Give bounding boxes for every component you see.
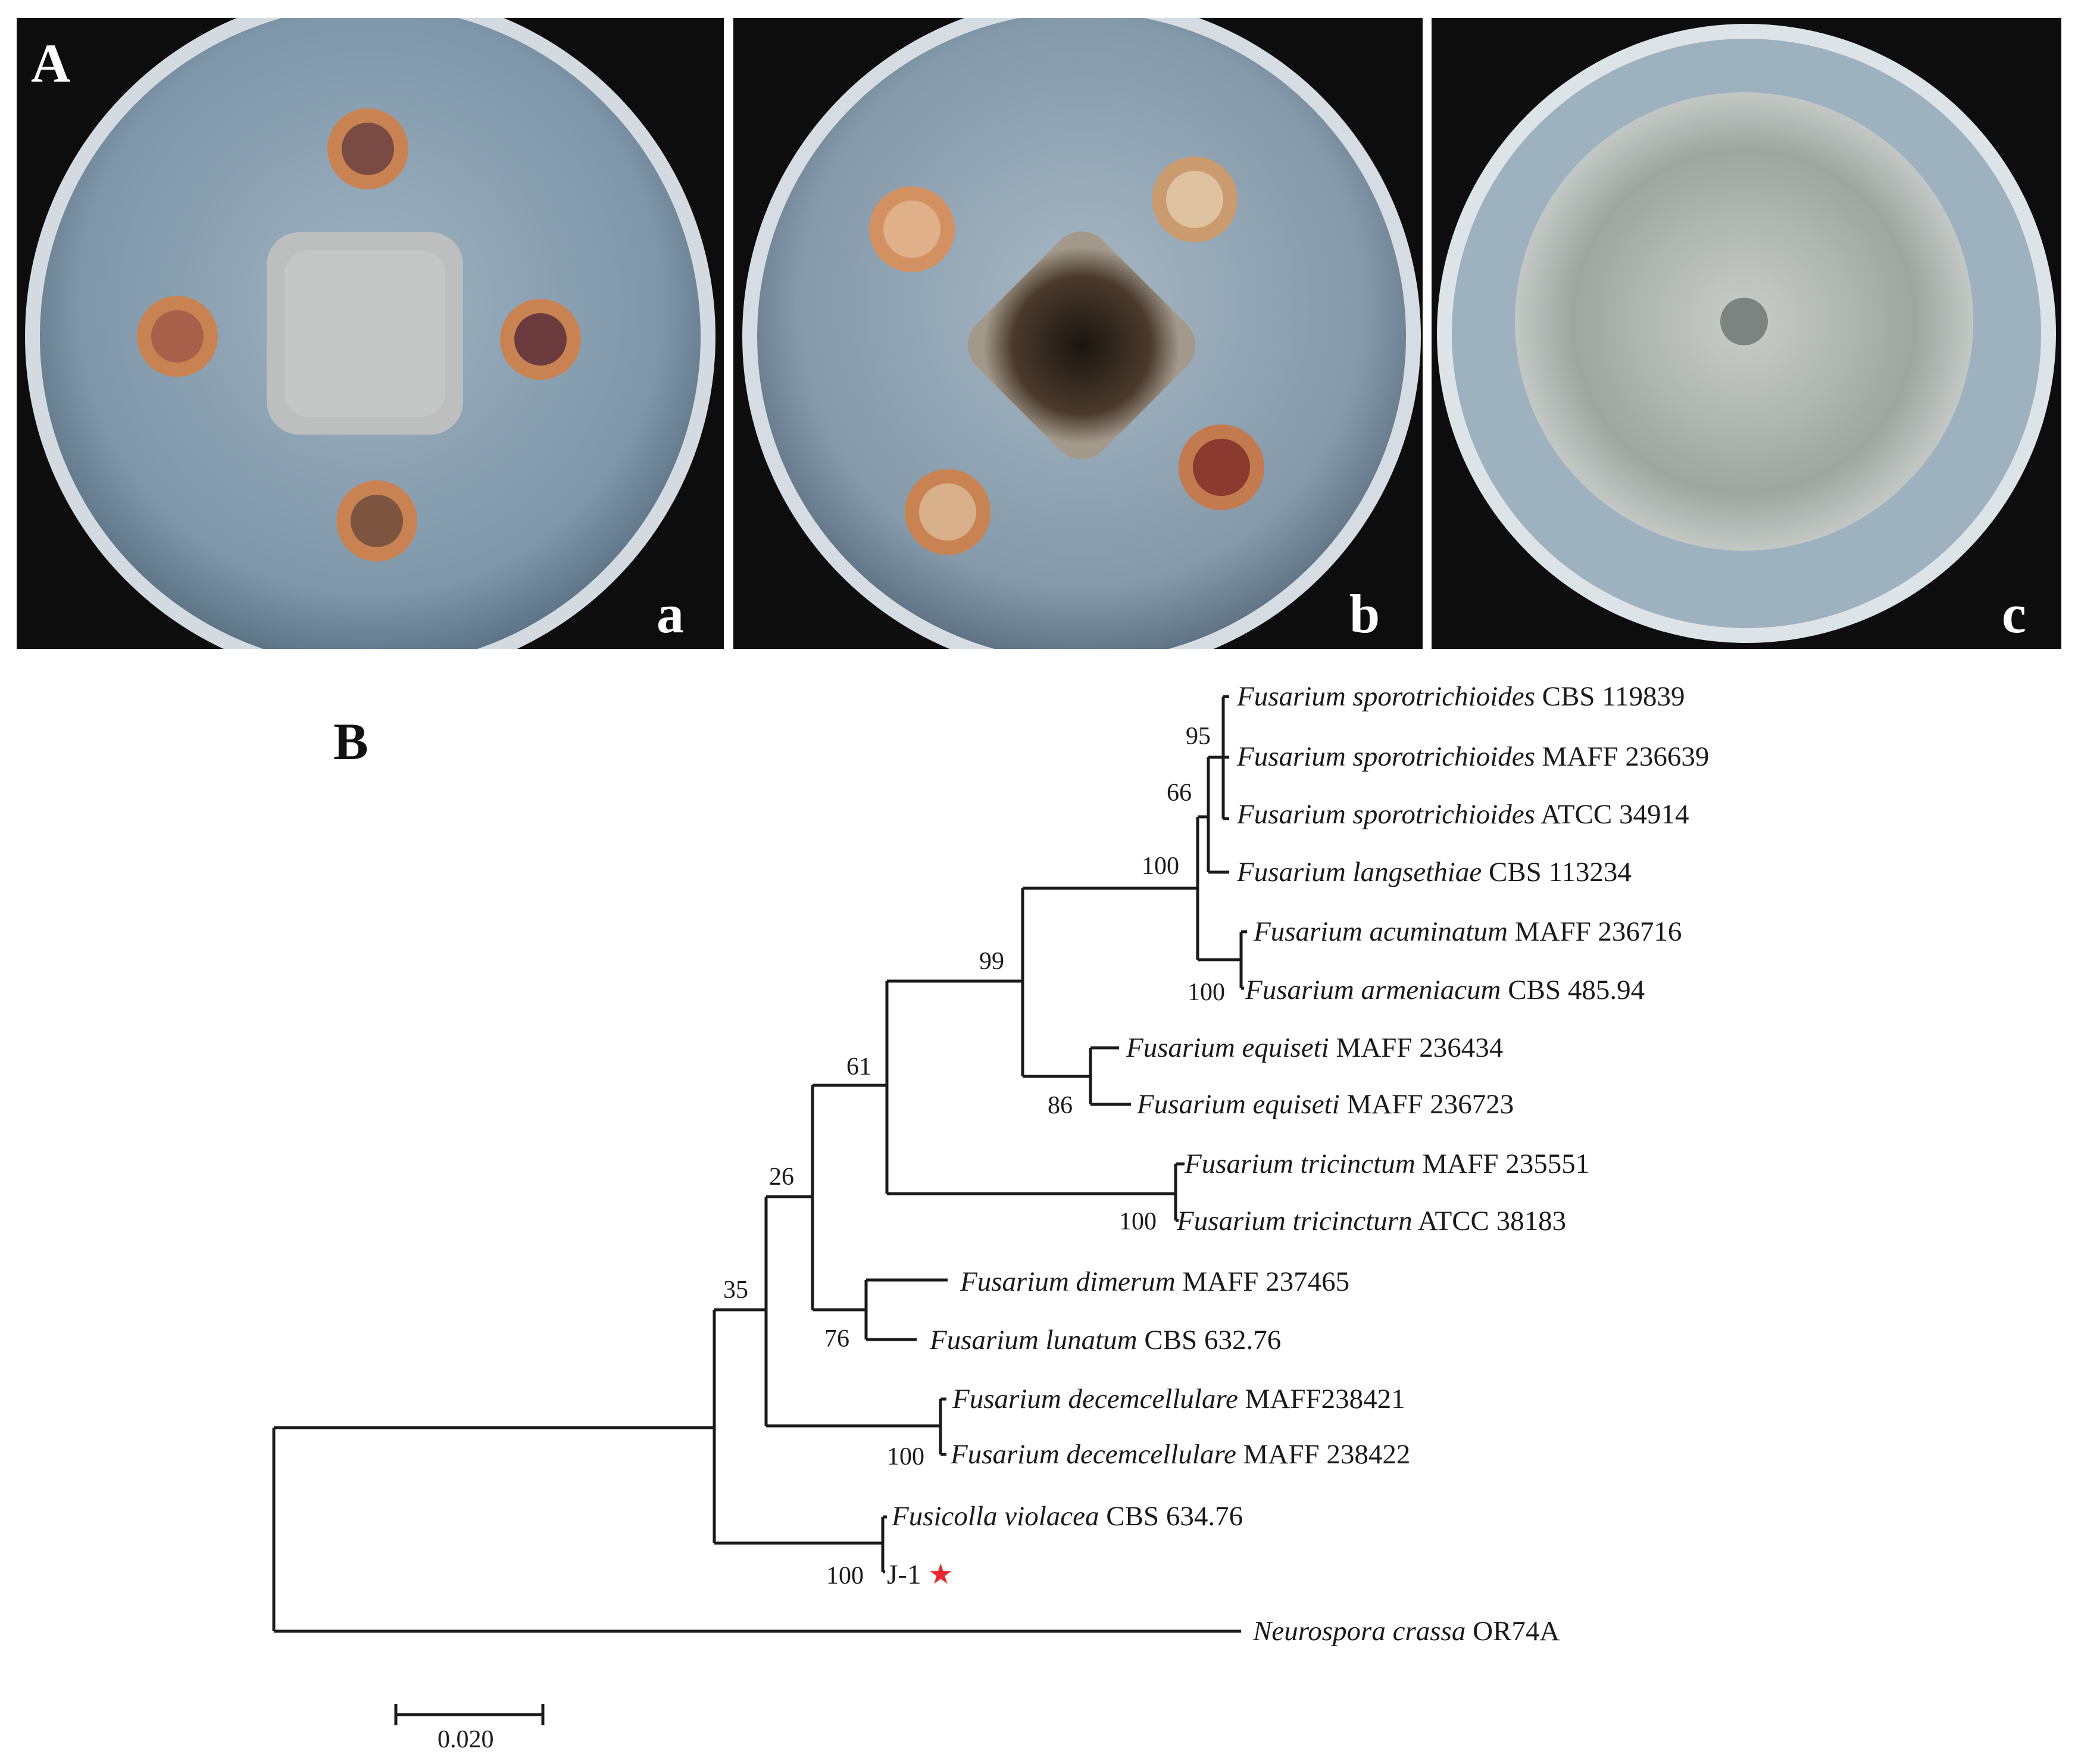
- support-value: 76: [824, 1325, 849, 1353]
- tip-label: Fusarium decemcellulare MAFF 238422: [950, 1439, 1410, 1470]
- tip-label: Fusarium sporotrichioides CBS 119839: [1236, 681, 1685, 712]
- scale-bar-label: 0.020: [438, 1726, 494, 1753]
- photo-b: b: [733, 18, 1423, 649]
- support-values: 95 66 100 99 100 61 86 26 100 35 76 100 …: [723, 723, 1225, 1590]
- tip-label: Fusarium dimerum MAFF 237465: [960, 1266, 1349, 1297]
- tree-branches: [272, 695, 1247, 1725]
- tip-label: Fusarium equiseti MAFF 236434: [1126, 1032, 1503, 1063]
- tip-label: Fusarium sporotrichioides ATCC 34914: [1236, 799, 1689, 830]
- tip-label: Fusarium equiseti MAFF 236723: [1136, 1089, 1514, 1120]
- support-value: 100: [1119, 1208, 1157, 1235]
- support-value: 100: [887, 1443, 924, 1470]
- tip-label: Fusarium armeniacum CBS 485.94: [1245, 975, 1645, 1006]
- photo-label-b: b: [1349, 583, 1380, 644]
- tip-label: Fusarium tricinctum MAFF 235551: [1184, 1148, 1589, 1179]
- panel-label-A: A: [31, 33, 71, 93]
- tip-labels: Fusarium sporotrichioides CBS 119839 Fus…: [887, 681, 1709, 1647]
- tip-label: Fusicolla violacea CBS 634.76: [891, 1501, 1243, 1532]
- tip-label: Fusarium tricincturn ATCC 38183: [1176, 1206, 1566, 1237]
- tip-label-query: J-1 ★: [887, 1559, 953, 1590]
- support-value: 95: [1186, 723, 1211, 750]
- photo-a: A a: [17, 18, 724, 649]
- support-value: 100: [826, 1562, 864, 1590]
- antagonist-colony: [967, 231, 1196, 460]
- photo-label-a: a: [657, 583, 684, 644]
- support-value: 86: [1048, 1092, 1073, 1119]
- panel-label-B: B: [333, 713, 368, 771]
- tip-label: Fusarium langsethiae CBS 113234: [1236, 857, 1632, 888]
- tip-label: Fusarium decemcellulare MAFF238421: [952, 1384, 1405, 1415]
- tip-label: Fusarium lunatum CBS 632.76: [929, 1325, 1281, 1356]
- plate-a-illustration: [25, 18, 715, 649]
- plate-b-illustration: [742, 18, 1421, 649]
- support-value: 61: [846, 1053, 871, 1081]
- support-value: 100: [1188, 979, 1225, 1006]
- star-icon: ★: [928, 1559, 953, 1590]
- support-value: 35: [723, 1276, 748, 1304]
- support-value: 66: [1167, 779, 1192, 807]
- photo-c: c: [1432, 18, 2061, 649]
- tip-label: Fusarium acuminatum MAFF 236716: [1253, 916, 1682, 947]
- photo-label-c: c: [2002, 583, 2026, 644]
- support-value: 26: [769, 1163, 794, 1191]
- plate-c-illustration: [1437, 24, 2056, 643]
- support-value: 99: [979, 948, 1004, 975]
- tip-label: Neurospora crassa OR74A: [1252, 1616, 1560, 1647]
- tip-label: Fusarium sporotrichioides MAFF 236639: [1236, 741, 1709, 772]
- support-value: 100: [1142, 853, 1179, 880]
